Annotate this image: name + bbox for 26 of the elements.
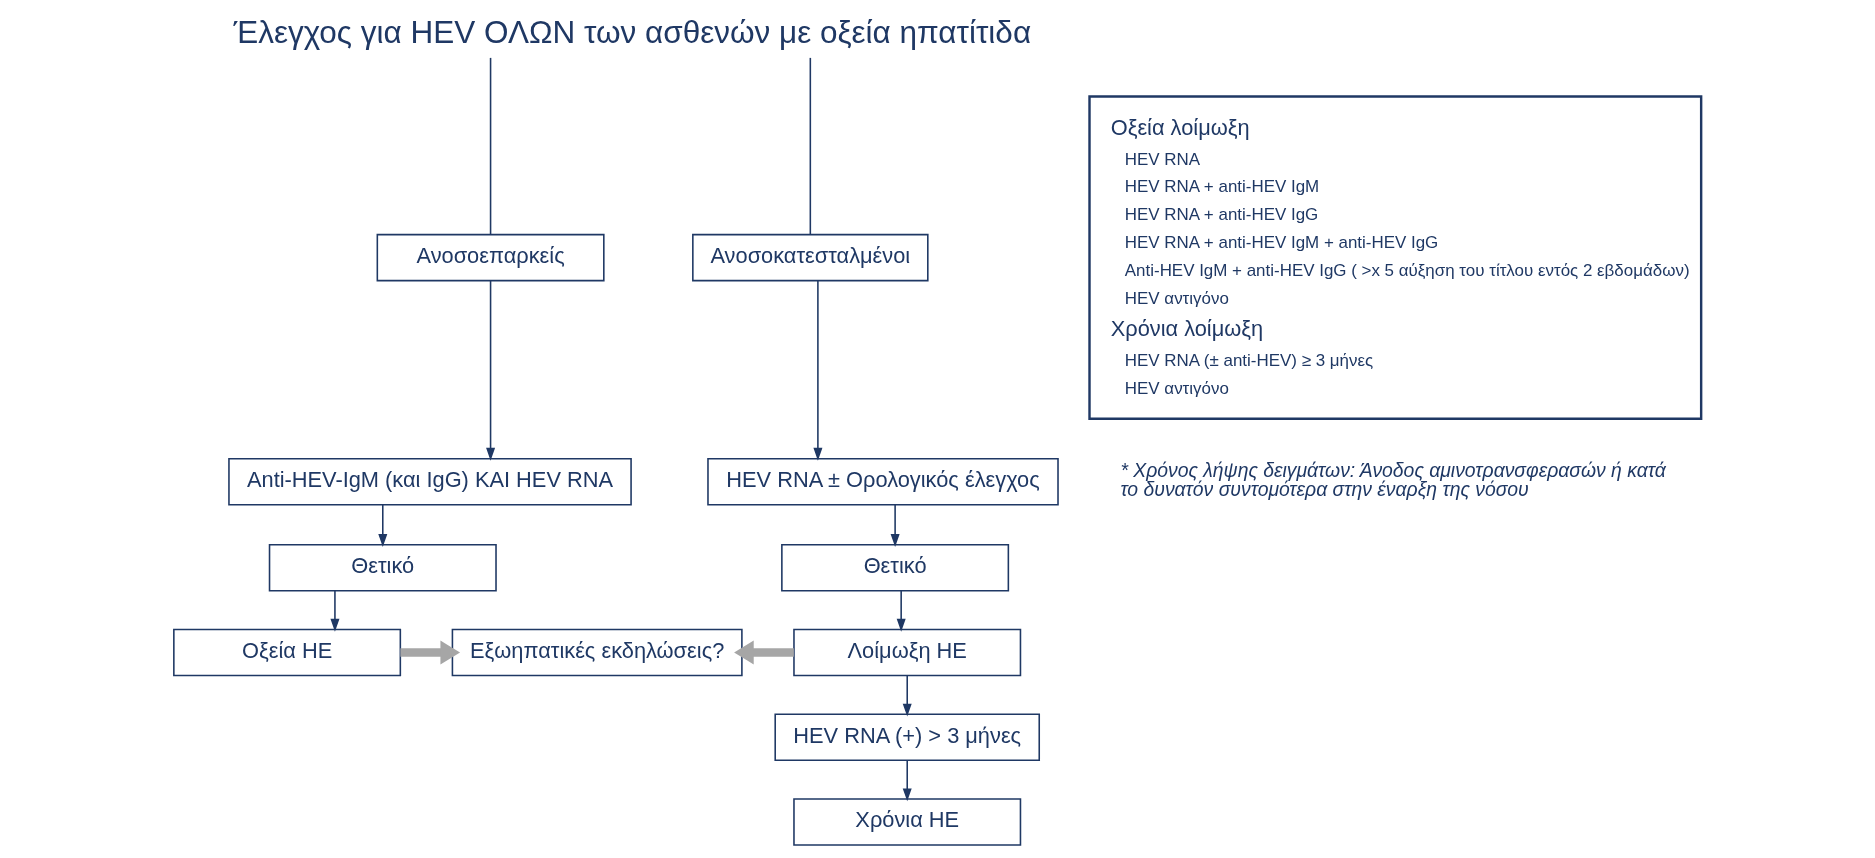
connector [489, 57, 492, 236]
arrow [734, 640, 794, 665]
node-box: HEV RNA (+) > 3 μήνες [774, 713, 1041, 762]
node-box: Χρόνια ΗΕ [793, 798, 1022, 846]
node-box: Anti-HEV-IgM (και IgG) ΚΑΙ HEV RNA [228, 457, 632, 506]
node-box: Οξεία λοίμωξη HEV RNA HEV RNA + anti-HEV IgM HEV RNA + anti-HEV IgG HEV RNA + anti-HEV IgM + anti-HEV IgG Anti-HEV IgM + anti-HEV IgG ( >x 5 αύξηση του τίτλου εντός 2 εβδομάδων) HEV αντιγόνο Χρόνια λοίμωξη HEV RNA (± anti-HEV) ≥ 3 μήνες HEV αντιγόνο [1088, 95, 1703, 420]
arrow [890, 503, 900, 547]
node-box: Εξωηπατικές εκδηλώσεις? [451, 628, 743, 677]
node-box: Θετικό [781, 543, 1010, 592]
arrow [486, 279, 496, 461]
arrow [378, 503, 388, 547]
node-box: HEV RNA ± Ορολογικός έλεγχος [707, 457, 1059, 506]
arrow [813, 279, 823, 461]
node-box: Ανοσοκατεσταλμένοι [692, 233, 929, 282]
node-box: Θετικό [268, 543, 497, 592]
node-box: Οξεία ΗΕ [173, 628, 402, 677]
node-text: Έλεγχος για HEV ΟΛΩΝ των ασθενών με οξεία ηπατίτιδα [233, 13, 1032, 50]
arrow [896, 590, 906, 632]
connector [809, 57, 812, 236]
arrow [400, 640, 461, 665]
node-box: Ανοσοεπαρκείς [376, 233, 605, 282]
arrow [330, 590, 340, 632]
arrow [902, 759, 912, 802]
label: * Χρόνος λήψης δειγμάτων: Άνοδος αμινοτρανσφερασών ή κατά το δυνατόν συντομότερα στην έναρξη της νόσου [1120, 458, 1666, 500]
arrow [902, 674, 912, 717]
node-box: Λοίμωξη ΗΕ [793, 628, 1022, 677]
